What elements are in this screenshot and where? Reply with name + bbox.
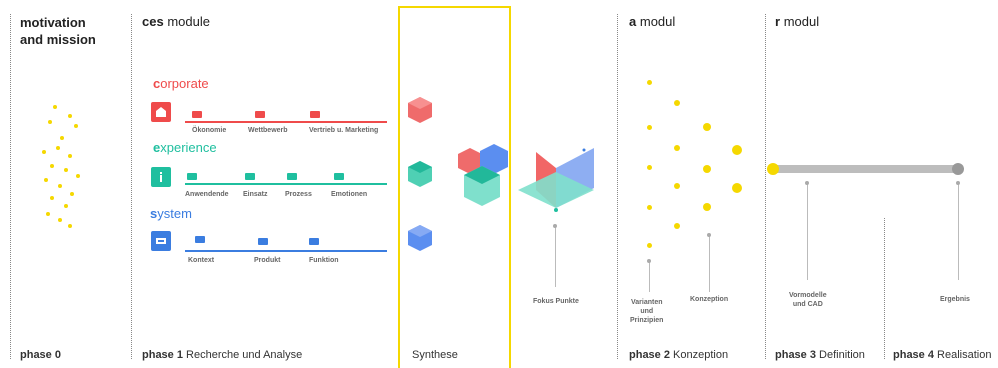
system-bar bbox=[185, 250, 387, 252]
wettbewerb-icon bbox=[255, 111, 265, 118]
synthese-cubes bbox=[408, 97, 432, 251]
category-corporate: corporate bbox=[153, 76, 209, 91]
varianten-stem-dot bbox=[647, 259, 651, 263]
motivation-dot-cloud bbox=[38, 100, 88, 240]
experience-item-3: Emotionen bbox=[331, 191, 368, 198]
r-modul-title: r modul bbox=[775, 14, 820, 29]
separator-4 bbox=[884, 218, 885, 359]
varianten-stem bbox=[649, 262, 650, 292]
phase-3-label: phase 3 Definition bbox=[775, 349, 865, 361]
bar-start-dot bbox=[767, 163, 779, 175]
marketing-icon bbox=[310, 111, 320, 118]
fokus-punkte-graphic bbox=[518, 148, 594, 212]
experience-item-1: Einsatz bbox=[243, 191, 268, 198]
phase-1-label: phase 1 Recherche und Analyse bbox=[142, 349, 303, 361]
system-item-2: Funktion bbox=[309, 257, 339, 264]
ergebnis-stem bbox=[958, 184, 959, 280]
motivation-title: motivation and mission bbox=[20, 15, 96, 47]
realisation-bar bbox=[771, 165, 961, 173]
experience-item-2: Prozess bbox=[285, 191, 312, 198]
category-system: system bbox=[150, 206, 192, 221]
synthese-box bbox=[398, 6, 511, 368]
oekonomie-icon bbox=[192, 111, 202, 118]
corporate-item-0: Ökonomie bbox=[192, 127, 227, 134]
funktion-icon bbox=[309, 238, 319, 245]
phase-4-label: phase 4 Realisation bbox=[893, 349, 992, 361]
experience-bar bbox=[185, 183, 387, 185]
emotionen-icon bbox=[334, 173, 344, 180]
combined-cubes bbox=[458, 144, 508, 206]
system-item-0: Kontext bbox=[188, 257, 215, 264]
corporate-bar bbox=[185, 121, 387, 123]
konzeption-stem-dot bbox=[707, 233, 711, 237]
vormodelle-label: Vormodelle und CAD bbox=[789, 292, 827, 308]
corporate-item-1: Wettbewerb bbox=[248, 127, 288, 134]
einsatz-icon bbox=[245, 173, 255, 180]
experience-item-0: Anwendende bbox=[185, 191, 229, 198]
ces-module-title: ces module bbox=[142, 14, 210, 29]
corporate-house-icon bbox=[151, 102, 171, 122]
ergebnis-stem-dot bbox=[956, 181, 960, 185]
konzeption-dot-grid bbox=[640, 75, 750, 255]
kontext-icon bbox=[195, 236, 205, 243]
synthese-label: Synthese bbox=[412, 349, 458, 361]
konzeption-label: Konzeption bbox=[690, 296, 729, 303]
category-experience: experience bbox=[153, 140, 217, 155]
phase-2-label: phase 2 Konzeption bbox=[629, 349, 729, 361]
konzeption-stem bbox=[709, 236, 710, 292]
separator-1 bbox=[131, 14, 132, 359]
varianten-label: Varianten und Prinzipien bbox=[630, 299, 664, 324]
vormodelle-stem bbox=[807, 184, 808, 280]
fokus-stem-dot bbox=[553, 224, 557, 228]
phase-0-label: phase 0 bbox=[20, 349, 61, 361]
separator-0 bbox=[10, 14, 11, 359]
ergebnis-label: Ergebnis bbox=[940, 296, 970, 303]
corporate-item-2: Vertrieb u. Marketing bbox=[309, 127, 379, 134]
system-item-1: Produkt bbox=[254, 257, 281, 264]
vormodelle-stem-dot bbox=[805, 181, 809, 185]
fokus-stem bbox=[555, 227, 556, 287]
bar-end-dot bbox=[952, 163, 964, 175]
a-modul-title: a modul bbox=[629, 14, 676, 29]
fokus-punkte-label: Fokus Punkte bbox=[533, 298, 579, 305]
anwendende-icon bbox=[187, 173, 197, 180]
system-window-icon bbox=[151, 231, 171, 251]
produkt-icon bbox=[258, 238, 268, 245]
prozess-icon bbox=[287, 173, 297, 180]
experience-info-icon bbox=[151, 167, 171, 187]
separator-2 bbox=[617, 14, 618, 359]
separator-3 bbox=[765, 14, 766, 359]
